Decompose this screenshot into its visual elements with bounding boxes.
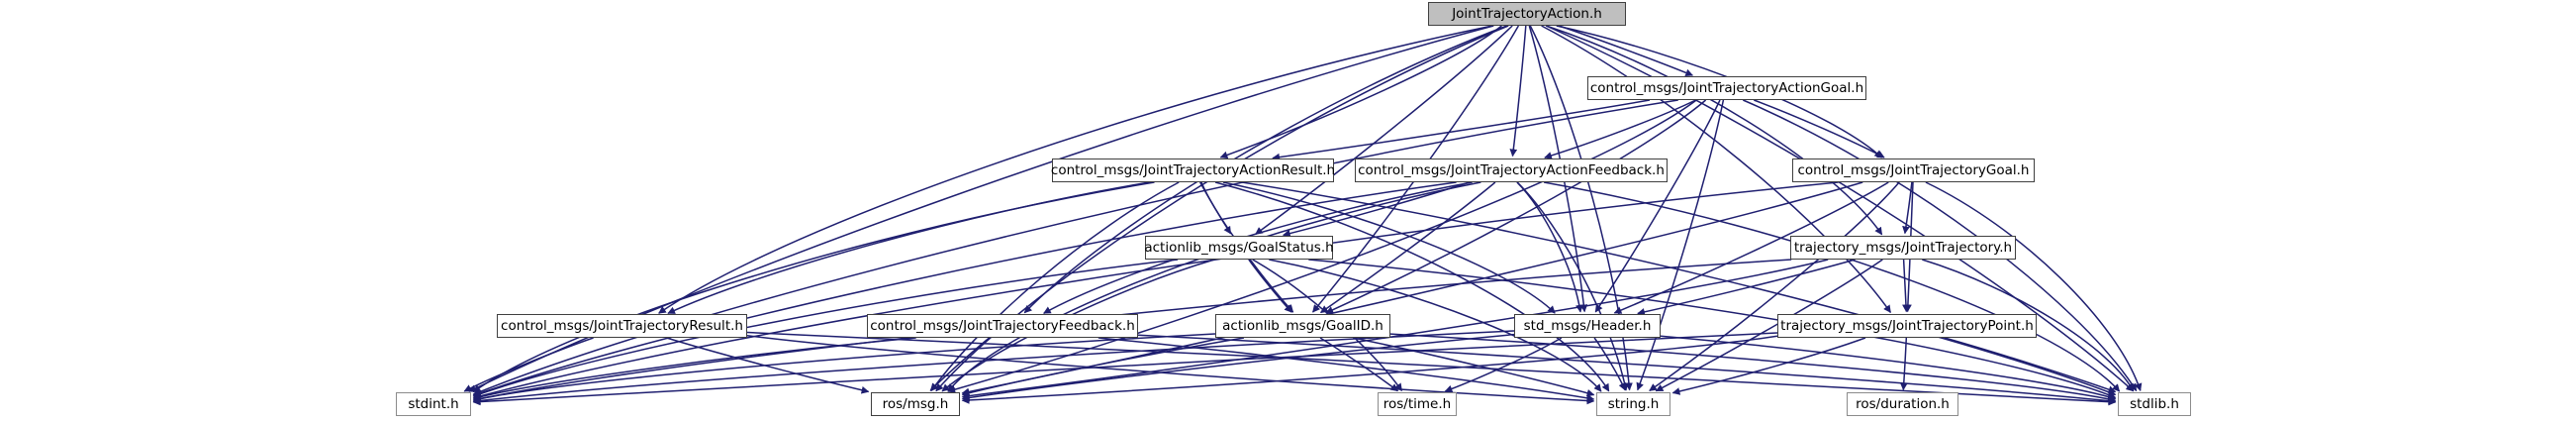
graph-node-result[interactable]: control_msgs/JointTrajectoryResult.h (497, 314, 747, 338)
graph-edge-jtraj-to-jpoint (1902, 259, 1910, 313)
graph-node-label: control_msgs/JointTrajectoryActionFeedba… (1358, 162, 1665, 178)
graph-edge-goal-to-stdlib (1925, 181, 2143, 392)
graph-edge-actiongoal-to-string (1636, 99, 1725, 391)
graph-edge-jpoint-to-rosmsg (961, 335, 1778, 404)
graph-node-label: actionlib_msgs/GoalID.h (1222, 318, 1383, 334)
graph-edge-goalstatus-to-stdint (472, 259, 1179, 398)
graph-node-actionresult[interactable]: control_msgs/JointTrajectoryActionResult… (1050, 159, 1336, 182)
graph-edge-feedback-to-string (1097, 337, 1595, 402)
graph-node-root[interactable]: JointTrajectoryAction.h (1428, 2, 1626, 26)
graph-edge-root-to-rosmsg (935, 25, 1509, 392)
graph-edge-header-to-rosmsg (961, 333, 1515, 402)
graph-node-goalstatus[interactable]: actionlib_msgs/GoalStatus.h (1144, 236, 1334, 260)
graph-edge-feedback-to-stdlib (1137, 334, 2117, 405)
graph-node-string[interactable]: string.h (1596, 392, 1670, 416)
graph-node-label: control_msgs/JointTrajectoryResult.h (501, 318, 743, 334)
graph-edge-actionfeed-to-rosmsg (947, 181, 1481, 392)
graph-node-rosmsg[interactable]: ros/msg.h (871, 392, 960, 416)
graph-edge-actiongoal-to-goal (1754, 99, 1885, 159)
graph-edge-jtraj-to-stdlib (1922, 259, 2135, 392)
graph-node-label: JointTrajectoryAction.h (1452, 6, 1602, 22)
graph-edge-goal-to-jtraj (1902, 181, 1913, 235)
graph-edge-goalid-to-stdint (472, 333, 1216, 403)
graph-edge-root-to-result (658, 25, 1493, 314)
graph-node-label: control_msgs/JointTrajectoryActionGoal.h (1589, 80, 1864, 96)
graph-edge-feedback-to-rosmsg (929, 337, 991, 391)
graph-node-label: actionlib_msgs/GoalStatus.h (1144, 240, 1334, 256)
graph-edge-jpoint-to-stdint (472, 332, 1778, 406)
graph-edge-jtraj-to-rosmsg (961, 259, 1829, 400)
graph-edge-goal-to-string (1649, 181, 1900, 392)
graph-edge-root-to-stdint (468, 25, 1494, 392)
graph-node-label: stdlib.h (2130, 396, 2179, 412)
graph-edge-actiongoal-to-actionresult (1272, 99, 1651, 161)
graph-edge-jpoint-to-string (1671, 337, 1866, 395)
graph-edge-root-to-stdlib (1545, 25, 2135, 392)
graph-node-feedback[interactable]: control_msgs/JointTrajectoryFeedback.h (867, 314, 1138, 338)
graph-edge-header-to-stdlib (1660, 335, 2117, 401)
graph-edge-actiongoal-to-stdint (472, 99, 1678, 396)
graph-edge-goalstatus-to-goalid (1248, 259, 1292, 313)
graph-node-label: trajectory_msgs/JointTrajectory.h (1793, 240, 2013, 256)
graph-edge-root-to-jtraj (1546, 25, 1883, 236)
graph-node-label: control_msgs/JointTrajectoryActionResult… (1050, 162, 1336, 178)
graph-edge-goal-to-stdint (472, 181, 1839, 400)
graph-edge-actionfeed-to-stdint (472, 181, 1457, 397)
graph-edge-actiongoal-to-header (1594, 99, 1721, 313)
graph-edge-goal-to-header (1613, 181, 1889, 314)
graph-edge-header-to-stdint (472, 330, 1515, 405)
graph-edge-root-to-actionfeed (1509, 25, 1527, 158)
graph-edge-actiongoal-to-actionfeed (1544, 99, 1696, 159)
graph-edge-root-to-string (1529, 25, 1633, 391)
graph-node-label: control_msgs/JointTrajectoryFeedback.h (870, 318, 1135, 334)
graph-node-jpoint[interactable]: trajectory_msgs/JointTrajectoryPoint.h (1777, 314, 2037, 338)
graph-edge-goalid-to-stdlib (1389, 333, 2117, 403)
graph-node-goalid[interactable]: actionlib_msgs/GoalID.h (1215, 314, 1390, 338)
graph-edge-goalid-to-rosmsg (961, 337, 1245, 397)
graph-edge-goalid-to-rostime (1319, 337, 1399, 392)
graph-node-label: string.h (1607, 396, 1660, 412)
graph-node-jtraj[interactable]: trajectory_msgs/JointTrajectory.h (1790, 236, 2016, 260)
graph-edge-actionfeed-to-goalid (1319, 181, 1496, 314)
graph-node-stdlib[interactable]: stdlib.h (2118, 392, 2191, 416)
graph-node-label: ros/msg.h (882, 396, 949, 412)
graph-edge-header-to-rostime (1444, 337, 1563, 393)
graph-node-actiongoal[interactable]: control_msgs/JointTrajectoryActionGoal.h (1587, 76, 1866, 100)
graph-node-label: control_msgs/JointTrajectoryGoal.h (1797, 162, 2030, 178)
graph-edge-actionresult-to-result (667, 181, 1150, 314)
graph-node-label: trajectory_msgs/JointTrajectoryPoint.h (1780, 318, 2034, 334)
graph-node-label: ros/duration.h (1856, 396, 1950, 412)
graph-edge-jpoint-to-stdlib (1944, 337, 2117, 393)
graph-edge-result-to-stdint (463, 337, 594, 392)
graph-edge-actionresult-to-header (1222, 181, 1556, 314)
graph-edge-actiongoal-to-goalid (1325, 99, 1707, 314)
graph-node-header[interactable]: std_msgs/Header.h (1514, 314, 1661, 338)
graph-node-label: std_msgs/Header.h (1523, 318, 1652, 334)
graph-edge-actionresult-to-stdint (472, 181, 1155, 393)
graph-edge-actionfeed-to-header (1516, 181, 1583, 313)
graph-node-rostime[interactable]: ros/time.h (1378, 392, 1457, 416)
graph-edge-jpoint-to-rosduration (1899, 337, 1908, 391)
graph-node-stdint[interactable]: stdint.h (396, 392, 471, 416)
graph-edge-feedback-to-stdint (472, 337, 916, 401)
graph-node-label: stdint.h (408, 396, 459, 412)
graph-node-label: ros/time.h (1383, 396, 1452, 412)
graph-edge-actionfeed-to-string (1516, 181, 1629, 391)
graph-node-goal[interactable]: control_msgs/JointTrajectoryGoal.h (1792, 159, 2035, 182)
graph-edge-root-to-jpoint (1541, 25, 1892, 314)
graph-edge-root-to-actiongoal (1559, 25, 1694, 77)
graph-edge-jtraj-to-header (1637, 259, 1856, 316)
edge-layer (463, 25, 2143, 406)
graph-node-actionfeed[interactable]: control_msgs/JointTrajectoryActionFeedba… (1355, 159, 1668, 182)
graph-edge-result-to-rosmsg (666, 337, 870, 394)
graph-node-rosduration[interactable]: ros/duration.h (1847, 392, 1958, 416)
